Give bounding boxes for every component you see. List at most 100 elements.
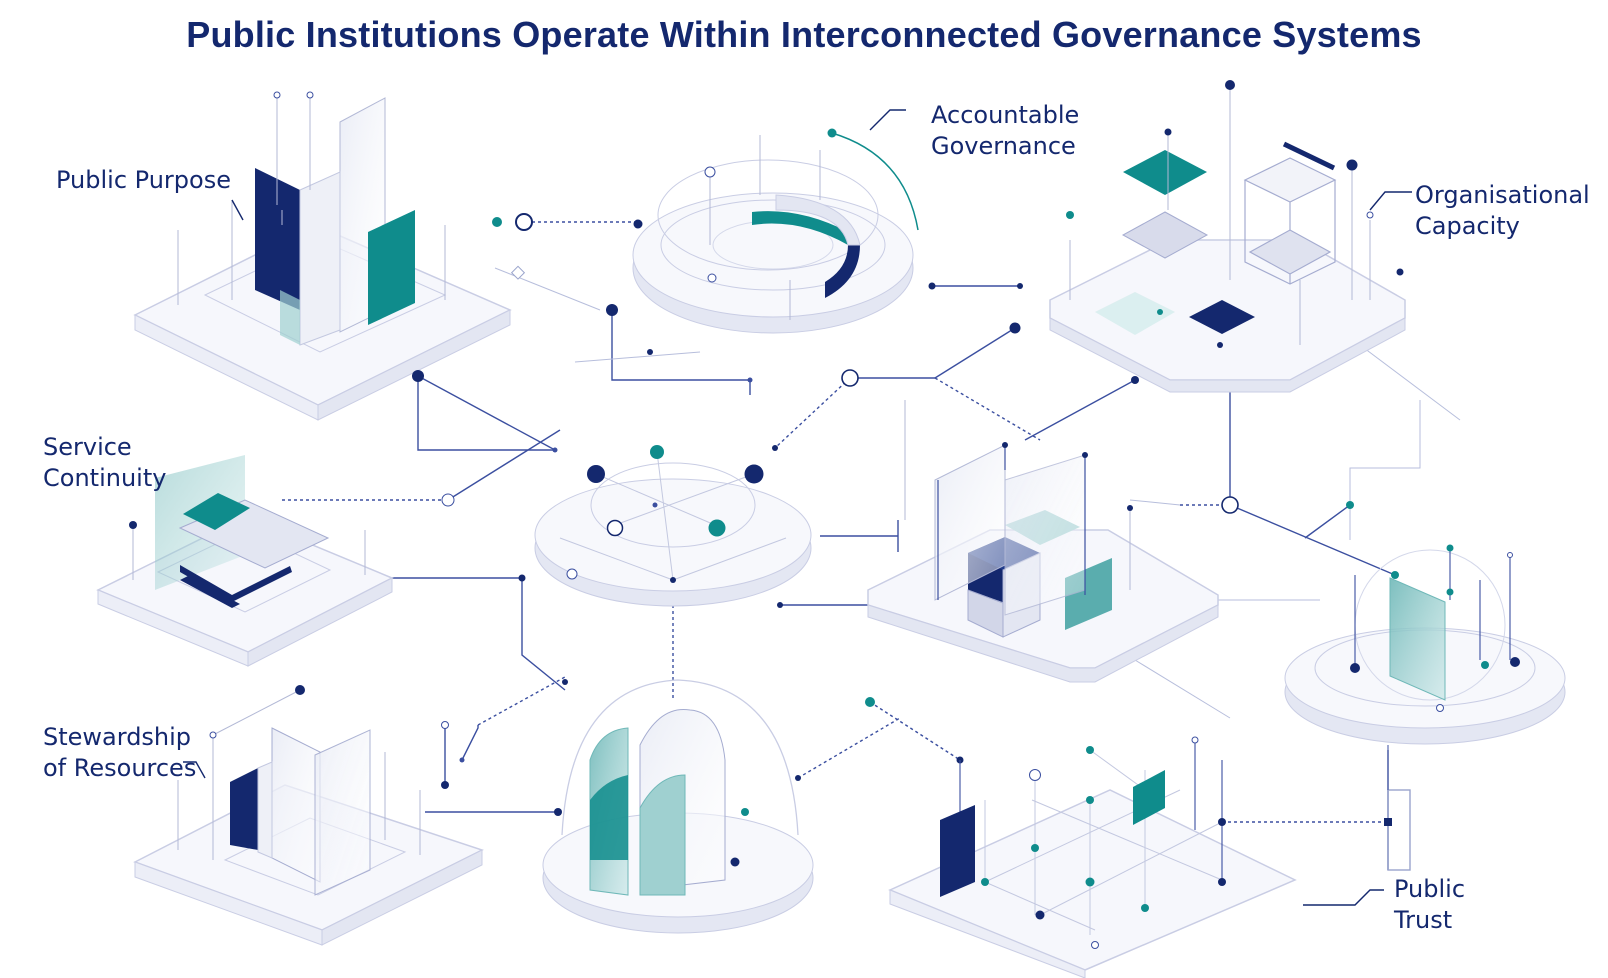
- diamond-marker: [510, 265, 526, 280]
- node-dot: [928, 282, 936, 290]
- node-dot: [1127, 505, 1133, 511]
- teal-layer: [183, 493, 250, 530]
- platform-side: [867, 604, 1219, 683]
- teal-tile: [1123, 150, 1207, 195]
- connector-line: [417, 375, 556, 451]
- label-organisational-capacity: Organisational Capacity: [1415, 180, 1590, 242]
- stewardship-structure: [133, 679, 568, 946]
- lattice-line: [1039, 821, 1223, 916]
- node-dot: [518, 574, 526, 582]
- right-disc-structure: [1221, 496, 1566, 790]
- glass-panel-tall: [314, 729, 371, 896]
- connector-dotted: [869, 701, 961, 761]
- node-dot: [633, 219, 643, 229]
- node-dot: [1221, 496, 1239, 514]
- label-line: of Resources: [43, 754, 197, 782]
- node-dot: [1191, 736, 1199, 744]
- teal-glass-panel: [1389, 577, 1446, 701]
- dome-structure: [542, 679, 964, 934]
- node-dot: [1225, 80, 1235, 90]
- node-dot: [566, 568, 578, 580]
- connector-line: [934, 327, 1016, 379]
- dome-outline: [561, 679, 799, 836]
- label-leader: [1303, 889, 1384, 906]
- node-dot: [1481, 661, 1489, 669]
- glass-cube-face: [967, 589, 1004, 638]
- lattice-line: [1089, 749, 1146, 791]
- node-dot: [554, 808, 562, 816]
- node-dot: [1017, 283, 1023, 289]
- label-line: Service: [43, 433, 132, 461]
- node-dot: [441, 493, 455, 507]
- cube-cluster-structure: [777, 376, 1219, 683]
- disc-top: [534, 478, 812, 592]
- connector-line: [1024, 379, 1136, 441]
- label-public-purpose: Public Purpose: [56, 165, 231, 196]
- node-dot: [1035, 910, 1045, 920]
- dome-arc-teal: [590, 775, 628, 860]
- teal-glass-panel: [280, 290, 300, 345]
- node-dot: [295, 685, 305, 695]
- faint-line: [574, 351, 701, 363]
- node-dot: [1141, 904, 1149, 912]
- node-dot: [1157, 309, 1163, 315]
- node-dot: [1029, 769, 1041, 781]
- faint-line: [1134, 659, 1231, 719]
- node-square: [1384, 818, 1392, 826]
- navy-layer: [180, 565, 292, 602]
- glass-arc: [775, 194, 861, 246]
- node-dot: [827, 128, 837, 138]
- faint-line: [1349, 400, 1421, 540]
- node-dot: [1217, 342, 1223, 348]
- navy-arc: [825, 245, 860, 298]
- accountable-governance-structure: [492, 109, 1023, 355]
- glass-panel: [299, 171, 341, 346]
- navy-bar: [1282, 141, 1336, 171]
- label-line: Trust: [1394, 906, 1453, 934]
- label-leader: [869, 109, 906, 131]
- node-dot: [1086, 796, 1094, 804]
- label-line: Capacity: [1415, 212, 1520, 240]
- connector-dotted: [774, 377, 851, 449]
- platform-side-right: [321, 849, 483, 946]
- platform-side-left: [889, 889, 1086, 978]
- node-dot: [1218, 818, 1226, 826]
- platform-side-right: [247, 577, 393, 667]
- lattice-structure: [888, 736, 1392, 978]
- label-public-trust: Public Trust: [1394, 874, 1465, 936]
- connector-dotted: [477, 676, 566, 726]
- node-dot: [606, 519, 624, 537]
- glass-panel-tall: [271, 727, 321, 883]
- dome-arc-teal: [639, 774, 686, 896]
- navy-panel: [230, 768, 258, 850]
- organisational-capacity-structure: [1009, 80, 1412, 393]
- node-dot: [1510, 657, 1520, 667]
- node-dot: [209, 731, 217, 739]
- faint-line: [494, 267, 601, 311]
- navy-tile: [1189, 300, 1255, 334]
- node-dot: [1396, 268, 1404, 276]
- node-dot: [1131, 376, 1139, 384]
- node-dot: [795, 775, 801, 781]
- lattice-line: [984, 881, 1096, 931]
- teal-panel: [1133, 770, 1165, 825]
- navy-panel: [940, 805, 975, 897]
- node-dot: [647, 349, 653, 355]
- connector-dotted: [797, 717, 901, 779]
- label-line: Accountable: [931, 101, 1080, 129]
- node-dot: [459, 757, 465, 763]
- node-dot: [652, 502, 658, 508]
- node-dot: [562, 679, 568, 685]
- glass-panel: [257, 761, 273, 859]
- node-dot: [981, 878, 989, 886]
- inner-ring: [660, 199, 886, 291]
- connector-line: [392, 577, 566, 691]
- node-dot: [841, 369, 859, 387]
- node-dot: [865, 697, 875, 707]
- label-leader: [1369, 191, 1412, 211]
- node-dot: [1009, 322, 1021, 334]
- label-line: Continuity: [43, 464, 167, 492]
- node-dot: [708, 519, 726, 537]
